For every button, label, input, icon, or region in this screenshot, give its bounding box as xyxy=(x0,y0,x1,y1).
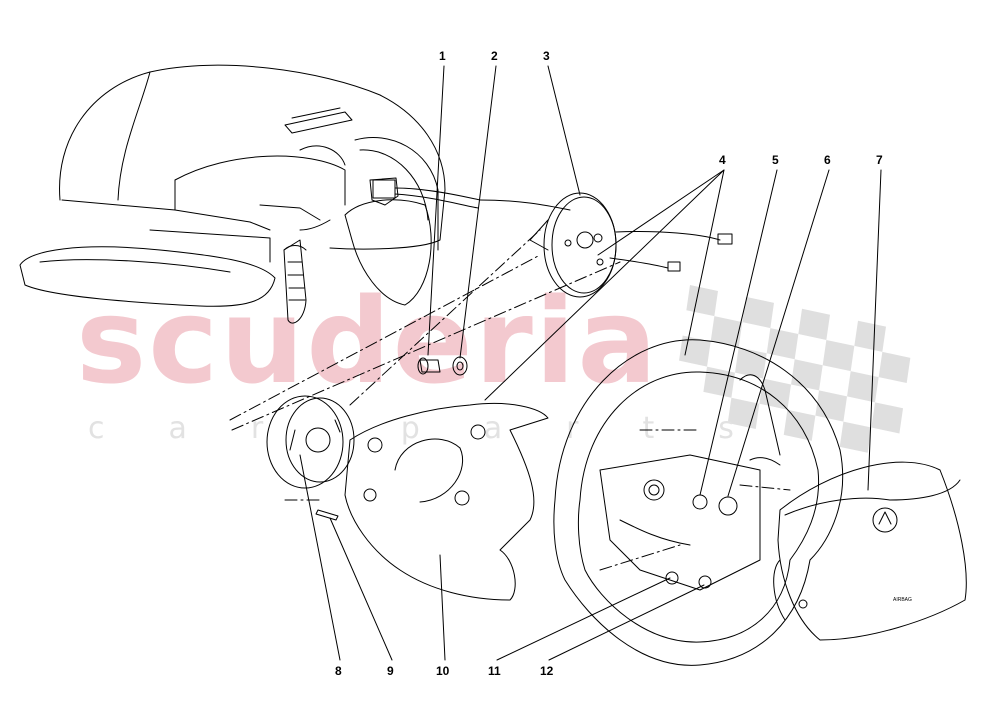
callout-10: 10 xyxy=(436,664,450,678)
airbag-module-part-7: AIRBAG xyxy=(773,461,967,641)
callout-4: 4 xyxy=(719,153,726,167)
callout-5: 5 xyxy=(772,153,779,167)
callout-9: 9 xyxy=(387,664,394,678)
callout-6: 6 xyxy=(824,153,831,167)
callout-1: 1 xyxy=(439,49,446,63)
washer-part-2 xyxy=(452,356,468,376)
leader-lines xyxy=(299,65,882,661)
steering-wheel-part-4 xyxy=(553,339,844,666)
dashboard-column-assembly xyxy=(19,64,481,324)
hub-adapter-part-8 xyxy=(266,395,355,489)
assembly-guide-lines xyxy=(229,229,791,571)
callout-3: 3 xyxy=(543,49,550,63)
airbag-emblem-text: AIRBAG xyxy=(893,597,912,603)
callout-8: 8 xyxy=(335,664,342,678)
clock-spring-part-3 xyxy=(479,192,733,298)
callout-2: 2 xyxy=(491,49,498,63)
callout-11: 11 xyxy=(488,664,501,678)
callout-7: 7 xyxy=(876,153,883,167)
callout-12: 12 xyxy=(540,664,554,678)
bolt-part-1 xyxy=(417,357,441,375)
screw-part-9 xyxy=(315,509,339,521)
steering-cover-part-10 xyxy=(344,402,549,601)
